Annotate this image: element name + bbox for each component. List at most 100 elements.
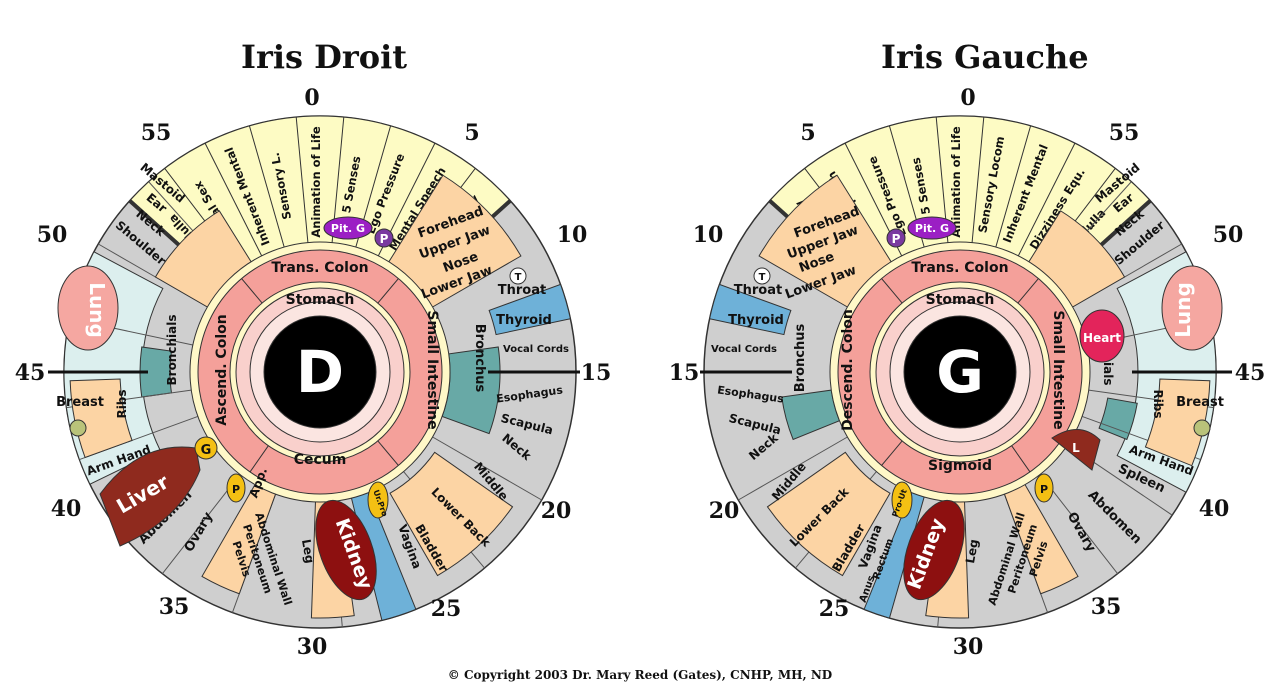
throat-label: Throat xyxy=(734,283,782,298)
thyroid-band xyxy=(709,283,792,336)
degree-label: 55 xyxy=(1109,120,1140,146)
stomach-label: Stomach xyxy=(926,292,995,308)
spleen-shape xyxy=(1051,429,1101,471)
pineal-mark xyxy=(886,228,906,248)
prostate-mark xyxy=(367,481,389,519)
inner-ring-left-label: Ascend. Colon xyxy=(214,314,230,425)
heart-shape xyxy=(1079,309,1125,363)
thyroid-label: Thyroid xyxy=(496,313,552,328)
degree-label: 35 xyxy=(1091,594,1122,620)
inner-ring-bottom-label: Sigmoid xyxy=(928,458,992,474)
pupil xyxy=(903,315,1017,429)
degree-label: 55 xyxy=(141,120,172,146)
brain-sector-label: Animation of Life xyxy=(949,126,963,237)
center-letter: G xyxy=(936,338,984,406)
nipple-mark xyxy=(1193,419,1211,437)
pineal-label: P xyxy=(380,232,389,246)
ring-divider xyxy=(377,440,399,466)
degree-label: 45 xyxy=(1235,360,1266,386)
breast-region xyxy=(1144,378,1211,467)
left-iris-title: Iris Gauche xyxy=(881,38,1089,76)
heart-label: Heart xyxy=(1083,331,1121,345)
degree-label: 15 xyxy=(581,360,612,386)
bronchials-label: Bronchials xyxy=(165,315,179,386)
kidney-shape xyxy=(903,499,965,601)
thyroid-t-mark xyxy=(753,267,771,285)
degree-label: 30 xyxy=(297,634,328,660)
brain-sector-label: Animation of Life xyxy=(309,126,323,237)
inner-ring-bottom-label: Cecum xyxy=(294,452,347,468)
brain-divider xyxy=(204,143,267,265)
thyroid-t-label: T xyxy=(515,272,522,283)
degree-label: 20 xyxy=(709,498,740,524)
degree-label: 40 xyxy=(1199,496,1230,522)
pineal-label: P xyxy=(892,232,901,246)
zone-divider xyxy=(738,436,848,501)
bronchus-label: Bronchus xyxy=(793,324,808,393)
inner-ring-top-label: Trans. Colon xyxy=(911,260,1008,276)
brain-divider xyxy=(248,125,288,257)
lung-label: Lung xyxy=(1171,282,1195,338)
ovary-mark-label: P xyxy=(232,483,240,496)
degree-label: 35 xyxy=(159,594,190,620)
ring-divider xyxy=(1017,278,1039,304)
ring-divider xyxy=(377,278,399,304)
ring-divider xyxy=(881,440,903,466)
nipple-mark xyxy=(69,419,87,437)
spleen-mark-label: L xyxy=(1072,441,1080,455)
thyroid-band xyxy=(488,283,571,336)
degree-label: 5 xyxy=(800,120,815,146)
vocal-cords-label: Vocal Cords xyxy=(711,344,777,355)
inner-ring-right-label: Small Intestine xyxy=(424,310,440,429)
zone-divider xyxy=(432,436,542,501)
pineal-mark xyxy=(374,228,394,248)
ribs-label: Ribs xyxy=(1151,389,1165,418)
ovary-mark xyxy=(226,473,246,503)
ring-divider xyxy=(249,445,269,473)
degree-label: 30 xyxy=(953,634,984,660)
degree-label: 50 xyxy=(37,222,68,248)
lung-shape xyxy=(57,265,119,351)
degree-label: 20 xyxy=(541,498,572,524)
degree-label: 45 xyxy=(15,360,46,386)
right-iris-title: Iris Droit xyxy=(241,38,408,76)
ring-divider xyxy=(1011,445,1031,473)
brain-divider xyxy=(992,125,1032,257)
pituitary-label: Pit. G xyxy=(331,222,365,235)
gallbladder-mark xyxy=(194,436,218,460)
brain-divider xyxy=(970,117,985,253)
leg-label: Leg xyxy=(963,538,981,564)
thyroid-t-mark xyxy=(509,267,527,285)
degree-label: 15 xyxy=(669,360,700,386)
inner-ring-left-label: Small Intestine xyxy=(1050,310,1066,429)
degree-label: 10 xyxy=(693,222,724,248)
degree-label: 40 xyxy=(51,496,82,522)
thyroid-t-label: T xyxy=(759,272,766,283)
left-iris-diagram: Mental AbilityMental SpeechEgo Pressure5… xyxy=(669,85,1266,660)
degree-label: 0 xyxy=(304,85,319,111)
brain-divider xyxy=(1013,143,1076,265)
bronchials-band xyxy=(139,346,173,398)
breast-label: Breast xyxy=(56,395,104,410)
bronchials-band xyxy=(1098,397,1138,441)
ribs-label: Ribs xyxy=(115,389,129,418)
right-iris-diagram: MedullaMental SexInherent MentalSensory … xyxy=(15,85,612,660)
thyroid-label: Thyroid xyxy=(728,313,784,328)
vocal-cords-label: Vocal Cords xyxy=(503,344,569,355)
ovary-mark-label: P xyxy=(1040,483,1048,496)
spine-region xyxy=(389,451,514,577)
pituitary-label: Pit. G xyxy=(915,222,949,235)
bronchus-label: Bronchus xyxy=(472,324,487,393)
degree-label: 50 xyxy=(1213,222,1244,248)
degree-label: 25 xyxy=(431,596,462,622)
ovary-mark xyxy=(1034,473,1054,503)
prostate-mark xyxy=(891,481,913,519)
degree-label: 10 xyxy=(557,222,588,248)
copyright-notice: © Copyright 2003 Dr. Mary Reed (Gates), … xyxy=(447,668,833,682)
degree-label: 5 xyxy=(464,120,479,146)
spine-region xyxy=(766,451,891,577)
gallbladder-label: G xyxy=(201,443,212,458)
degree-label: 25 xyxy=(819,596,850,622)
throat-label: Throat xyxy=(498,283,546,298)
